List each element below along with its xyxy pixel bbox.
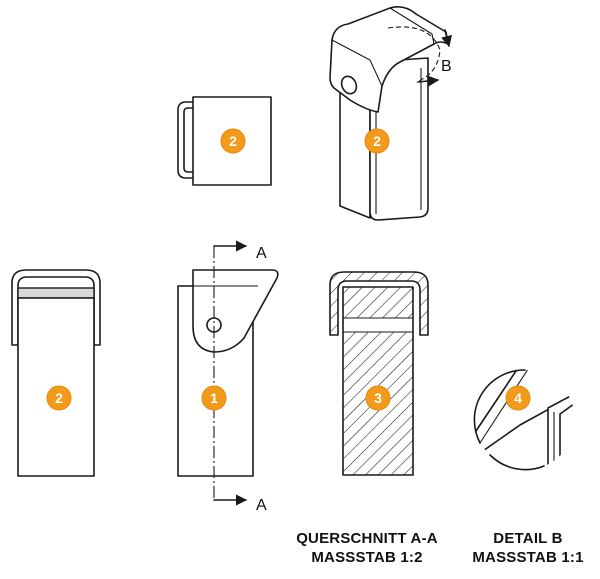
detail-view — [473, 369, 575, 471]
section-caption-title: QUERSCHNITT A-A — [296, 530, 438, 547]
badge-2-front: 2 — [46, 385, 72, 411]
section-label-top: A — [256, 245, 267, 262]
badge-2-isometric: 2 — [364, 128, 390, 154]
badge-2-top: 2 — [220, 128, 246, 154]
front-view — [11, 269, 101, 477]
badge-number: 2 — [373, 133, 381, 149]
badge-4-detail: 4 — [505, 385, 531, 411]
badge-number: 3 — [374, 390, 382, 406]
detail-caption-title: DETAIL B — [493, 530, 563, 547]
badge-1-side: 1 — [201, 385, 227, 411]
badge-number: 2 — [55, 390, 63, 406]
badge-number: 4 — [514, 390, 522, 406]
badge-3-section: 3 — [365, 385, 391, 411]
section-caption-scale: MASSSTAB 1:2 — [311, 549, 423, 566]
section-caption: QUERSCHNITT A-A MASSSTAB 1:2 — [282, 529, 452, 567]
detail-label: B — [441, 58, 452, 75]
detail-caption: DETAIL B MASSSTAB 1:1 — [459, 529, 597, 567]
detail-caption-scale: MASSSTAB 1:1 — [472, 549, 584, 566]
side-view — [177, 240, 279, 506]
section-view — [329, 271, 429, 476]
isometric-view — [329, 6, 452, 221]
badge-number: 1 — [210, 390, 218, 406]
badge-number: 2 — [229, 133, 237, 149]
section-label-bottom: A — [256, 497, 267, 514]
